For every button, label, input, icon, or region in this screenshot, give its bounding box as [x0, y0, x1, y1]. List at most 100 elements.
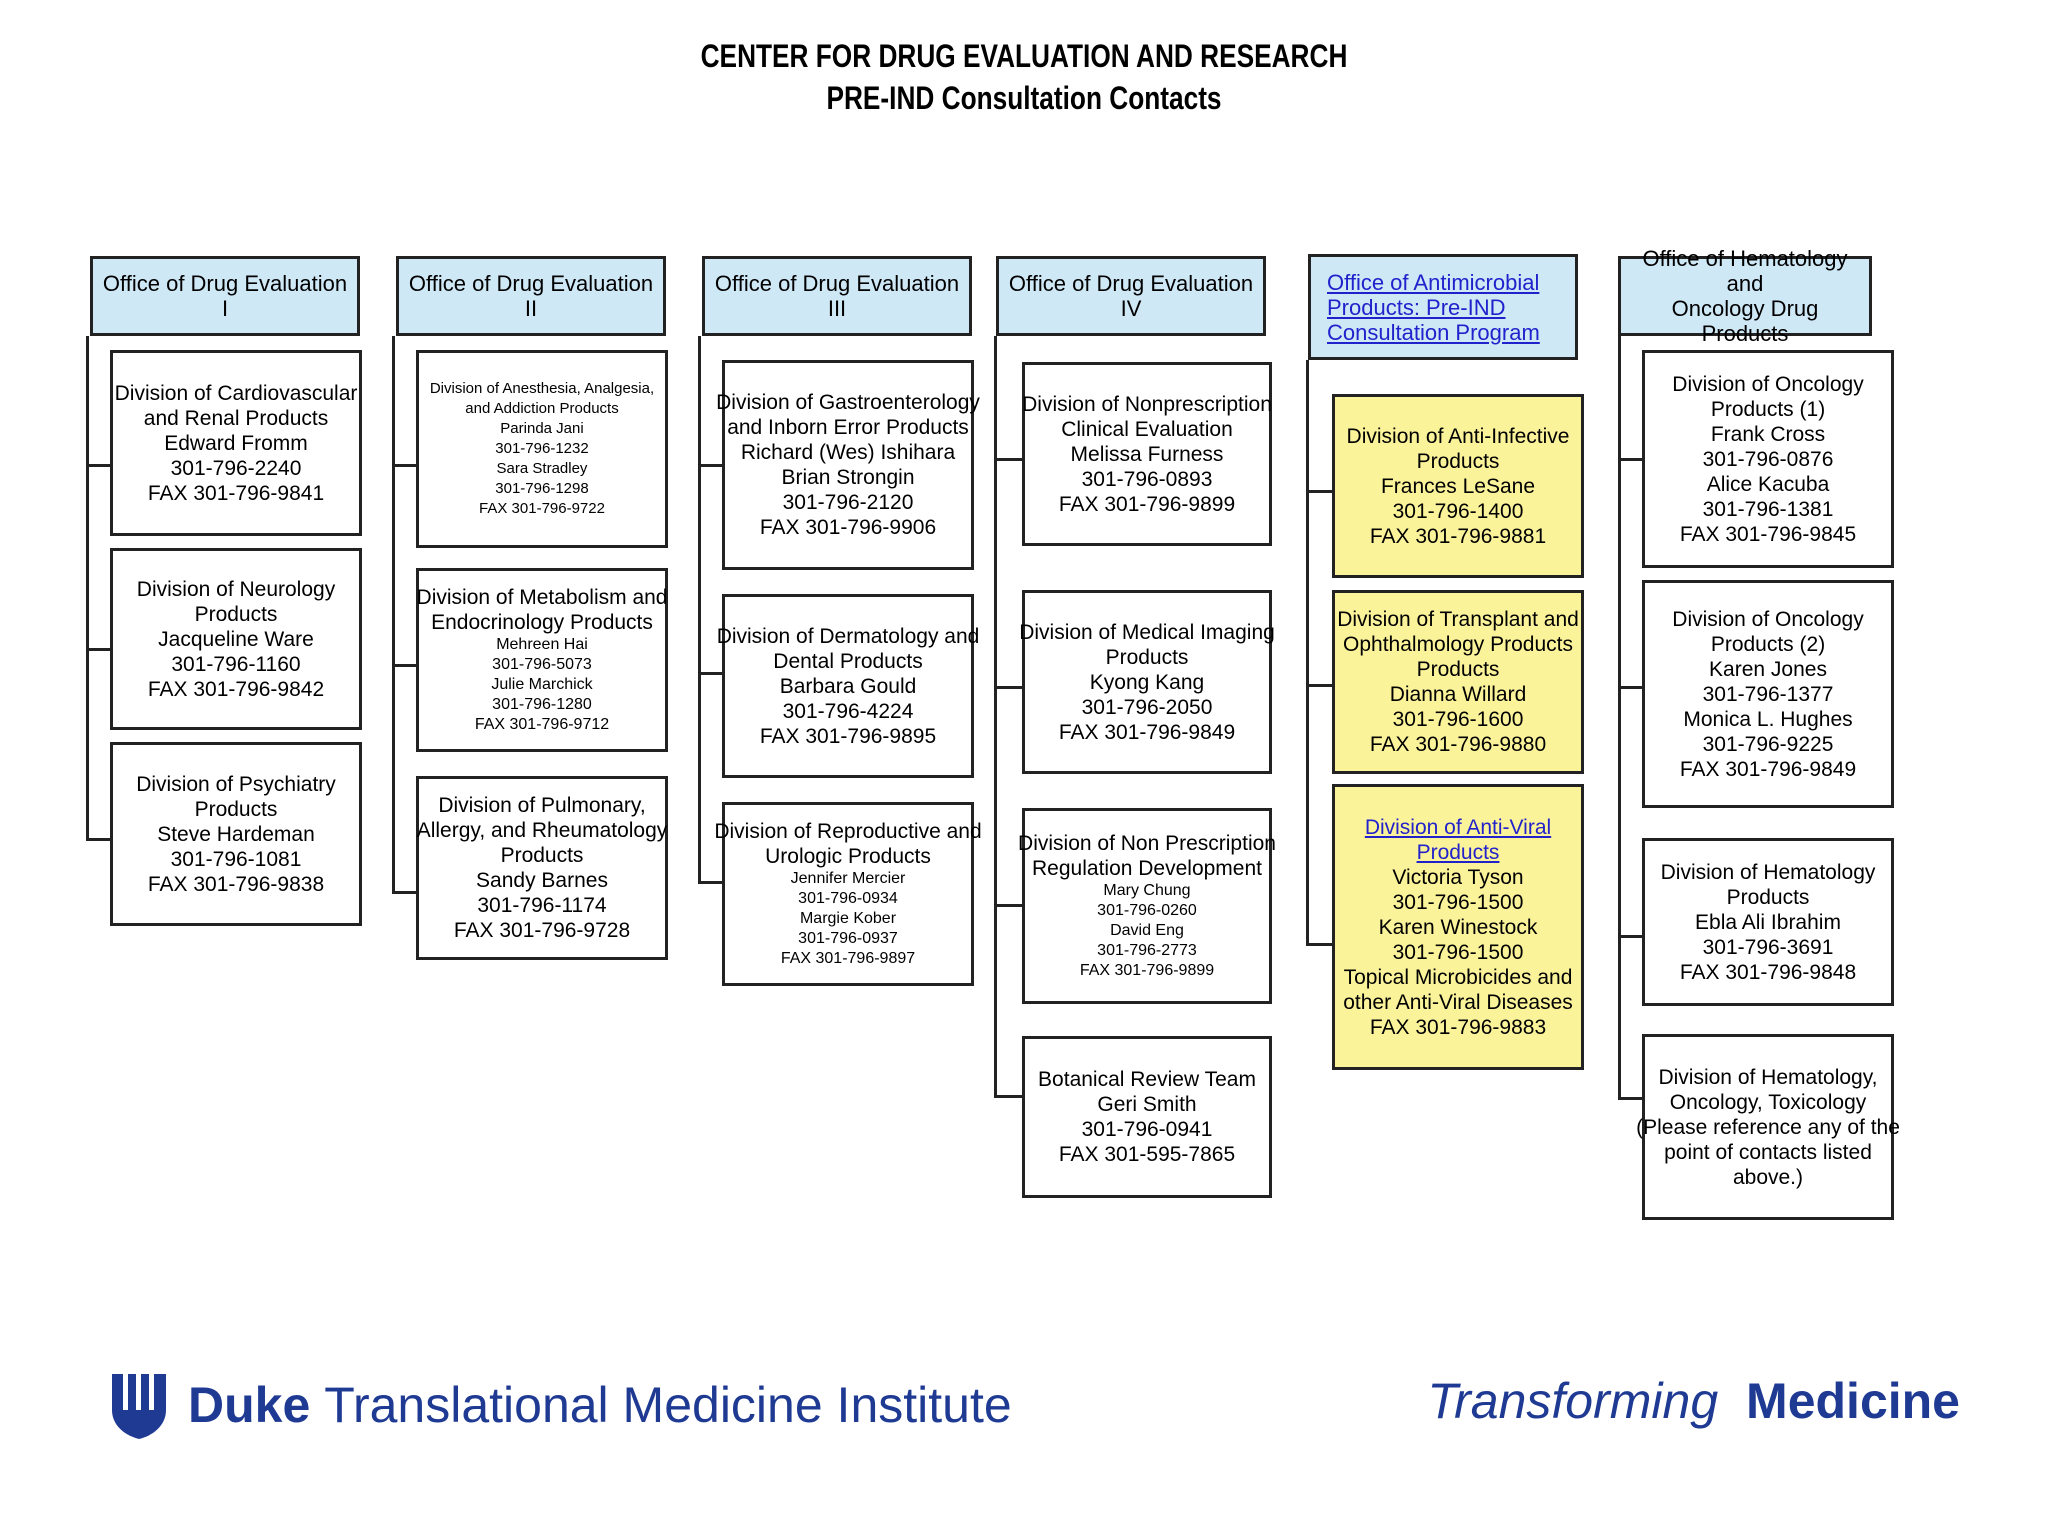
division-box: Division of Anti-Infective Products Fran… [1332, 394, 1584, 578]
connector-branch [392, 891, 418, 894]
division-text: Division of Non Prescription [1018, 832, 1276, 855]
division-text: 301-796-1400 [1392, 499, 1524, 523]
division-link[interactable]: Products [1416, 840, 1500, 864]
division-box: Division of Neurology Products Jacquelin… [110, 548, 362, 730]
office-label: Office of Drug Evaluation I [102, 271, 348, 321]
division-text: FAX 301-796-9906 [759, 516, 937, 539]
office-link-line[interactable]: Products: Pre-IND [1327, 294, 1506, 320]
division-text: Urologic Products [765, 845, 931, 868]
division-text: Margie Kober [799, 910, 897, 927]
division-text: Regulation Development [1032, 857, 1262, 880]
brand-name-bold: Duke [188, 1377, 311, 1433]
tagline-bold: Medicine [1746, 1373, 1960, 1429]
division-text: Division of Psychiatry [136, 772, 336, 796]
footer-tagline: Transforming Medicine [1427, 1372, 1960, 1430]
division-box: Division of Dermatology and Dental Produ… [717, 594, 979, 778]
division-text: 301-796-1232 [495, 440, 589, 457]
division-text: Dianna Willard [1389, 683, 1527, 706]
division-text: Sandy Barnes [476, 869, 608, 892]
chart-subtitle: PRE-IND Consultation Contacts [826, 80, 1222, 116]
division-text: Division of Hematology [1660, 860, 1876, 884]
division-text: 301-796-1500 [1392, 940, 1524, 964]
division-text: 301-796-1081 [170, 847, 302, 871]
division-text: Division of Oncology [1672, 607, 1864, 631]
division-text: Products (1) [1710, 397, 1826, 421]
division-text: Division of Nonprescription [1022, 392, 1272, 416]
division-text: 301-796-1280 [492, 696, 592, 713]
connector-line [698, 336, 701, 884]
division-text: 301-796-5073 [492, 656, 592, 673]
division-text: 301-796-2120 [782, 491, 914, 514]
office-header-antimicrobial[interactable]: Office of Antimicrobial Products: Pre-IN… [1308, 254, 1578, 360]
office-label: Oncology Drug Products [1671, 296, 1819, 346]
division-box: Division of Metabolism and Endocrinology… [416, 568, 668, 752]
division-text: Karen Jones [1709, 657, 1827, 681]
division-text: 301-796-1298 [495, 480, 589, 497]
division-text: 301-796-1377 [1702, 682, 1834, 706]
connector-branch [994, 458, 1024, 461]
division-box: Division of Reproductive and Urologic Pr… [714, 802, 982, 986]
division-text: Mary Chung [1103, 882, 1191, 899]
division-text: and Addiction Products [465, 400, 619, 417]
division-text: Clinical Evaluation [1061, 417, 1233, 441]
connector-branch [86, 464, 112, 467]
division-box: Division of Oncology Products (2) Karen … [1642, 580, 1894, 808]
division-box: Botanical Review Team Geri Smith 301-796… [1022, 1036, 1272, 1198]
division-text: Division of Reproductive and [714, 820, 982, 843]
division-text: Products [1105, 645, 1189, 669]
division-text: Division of Pulmonary, [438, 794, 646, 817]
division-text: Victoria Tyson [1392, 865, 1524, 889]
division-text: FAX 301-796-9848 [1679, 960, 1857, 984]
connector-branch [994, 904, 1024, 907]
division-text: Jacqueline Ware [158, 627, 314, 651]
division-text: Products [500, 844, 584, 867]
division-text: (Please reference any of the [1636, 1115, 1900, 1139]
division-text: and Renal Products [143, 406, 329, 430]
connector-line [1306, 360, 1309, 946]
division-text: Products [1726, 885, 1810, 909]
division-text: Division of Hematology, [1658, 1065, 1878, 1089]
division-text: Endocrinology Products [431, 611, 653, 634]
division-text: Brian Strongin [781, 466, 915, 489]
division-text: 301-796-9225 [1702, 732, 1834, 756]
division-text: 301-796-0893 [1081, 467, 1213, 491]
division-text: FAX 301-796-9880 [1369, 733, 1547, 756]
division-text: Mehreen Hai [496, 636, 588, 653]
duke-shield-icon [112, 1370, 166, 1439]
division-text: Frank Cross [1710, 422, 1826, 446]
office-label: Office of Drug Evaluation IV [1008, 271, 1254, 321]
division-text: 301-796-1600 [1392, 708, 1524, 731]
division-box: Division of Anesthesia, Analgesia, and A… [416, 350, 668, 548]
division-box: Division of Hematology Products Ebla Ali… [1642, 838, 1894, 1006]
division-text: Division of Anesthesia, Analgesia, [429, 380, 655, 397]
office-header-ode2: Office of Drug Evaluation II [396, 256, 666, 336]
connector-branch [698, 881, 724, 884]
division-text: FAX 301-796-9842 [147, 677, 325, 701]
connector-branch [1618, 686, 1644, 689]
division-text: FAX 301-796-9899 [1079, 962, 1215, 979]
division-text: Division of Gastroenterology [716, 391, 980, 414]
division-text: Kyong Kang [1089, 670, 1205, 694]
connector-branch [392, 464, 418, 467]
tagline-italic: Transforming [1427, 1373, 1719, 1429]
division-text: FAX 301-796-9712 [474, 716, 610, 733]
connector-branch [1618, 458, 1644, 461]
division-box: Division of Psychiatry Products Steve Ha… [110, 742, 362, 926]
division-text: Division of Oncology [1672, 372, 1864, 396]
office-link-line[interactable]: Consultation Program [1327, 319, 1540, 345]
division-box: Division of Hematology, Oncology, Toxico… [1636, 1034, 1900, 1220]
division-text: Products [194, 602, 278, 626]
division-text: Karen Winestock [1378, 915, 1538, 939]
division-box: Division of Anti-Viral Products Victoria… [1332, 784, 1584, 1070]
division-text: Steve Hardeman [157, 822, 315, 846]
division-text: Division of Transplant and [1337, 608, 1579, 631]
office-link-line[interactable]: Office of Antimicrobial [1327, 269, 1540, 295]
division-text: 301-796-0941 [1081, 1118, 1213, 1141]
division-text: 301-796-1500 [1392, 890, 1524, 914]
office-label: Office of Drug Evaluation II [408, 271, 654, 321]
division-link[interactable]: Division of Anti-Viral [1364, 815, 1552, 839]
division-box: Division of Pulmonary, Allergy, and Rheu… [416, 776, 668, 960]
office-label: Office of Drug Evaluation III [714, 271, 960, 321]
office-header-ode1: Office of Drug Evaluation I [90, 256, 360, 336]
chart-title: CENTER FOR DRUG EVALUATION AND RESEARCH [700, 38, 1348, 74]
